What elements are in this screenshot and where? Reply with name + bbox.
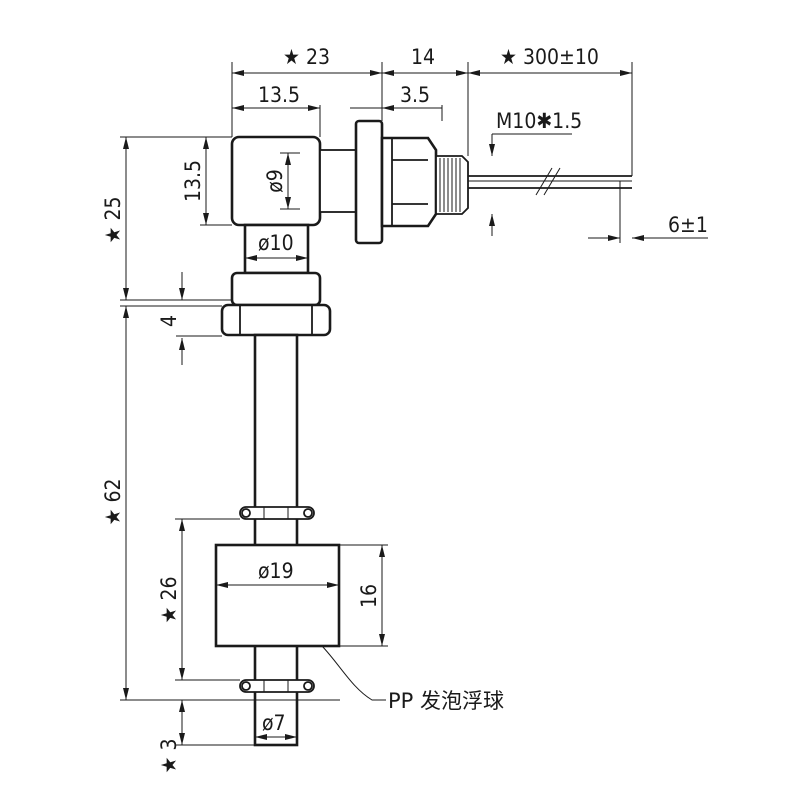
- float-ball: [214, 543, 341, 648]
- dim-13-5-side: 13.5: [181, 160, 205, 202]
- lower-nut: [220, 303, 332, 337]
- mount-flange: [354, 119, 384, 245]
- dim-62: ★ 62: [101, 479, 125, 526]
- switch-body: [214, 119, 632, 747]
- dim-16: 16: [357, 584, 381, 608]
- dim-dia-7: ø7: [262, 711, 286, 735]
- dim-dia-19: ø19: [258, 559, 294, 583]
- dim-300: ★ 300±10: [500, 45, 599, 69]
- dim-dia-10: ø10: [258, 231, 294, 255]
- dim-25: ★ 25: [101, 197, 125, 244]
- dim-26: ★ 26: [157, 577, 181, 624]
- dim-4: 4: [157, 315, 181, 327]
- cable-wires: [468, 167, 632, 196]
- dim-cable-6: 6±1: [668, 213, 708, 237]
- float-material-label: PP 发泡浮球: [388, 689, 504, 713]
- dim-13-5-top: 13.5: [258, 83, 300, 107]
- dim-14: 14: [411, 45, 435, 69]
- lower-clip: [239, 679, 315, 693]
- stem-upper: [243, 223, 310, 275]
- dim-23: ★ 23: [283, 45, 330, 69]
- hex-nut: [380, 136, 438, 228]
- collar: [230, 271, 322, 307]
- dim-thread: M10✱1.5: [496, 109, 582, 133]
- dim-3: ★ 3: [157, 739, 181, 774]
- upper-clip: [239, 506, 315, 520]
- stem: [253, 333, 299, 747]
- head-neck: [319, 149, 357, 213]
- dimension-labels: ★ 23 14 ★ 300±10 13.5 3.5 M10✱1.5 6±1 13…: [101, 45, 708, 773]
- dim-dia-9: ø9: [263, 169, 287, 193]
- dim-3-5: 3.5: [400, 83, 430, 107]
- dimension-lines: [120, 62, 708, 746]
